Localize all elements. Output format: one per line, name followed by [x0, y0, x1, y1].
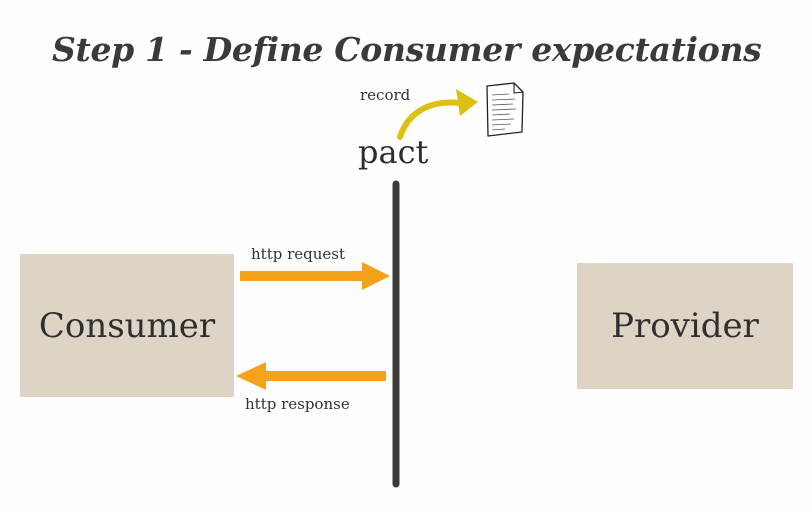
record-arrow [397, 99, 463, 140]
response-arrow [236, 362, 386, 390]
page-title: Step 1 - Define Consumer expectations [52, 30, 762, 69]
request-arrow [240, 262, 390, 290]
http-response-label: http response [245, 395, 350, 413]
record-label: record [360, 86, 411, 104]
consumer-label: Consumer [38, 305, 216, 346]
provider-label: Provider [611, 306, 759, 346]
pact-label: pact [358, 133, 429, 171]
document-icon [486, 82, 524, 137]
consumer-box: Consumer [20, 254, 234, 397]
provider-box: Provider [577, 263, 793, 389]
http-request-label: http request [251, 245, 345, 263]
record-arrowhead [456, 89, 478, 116]
